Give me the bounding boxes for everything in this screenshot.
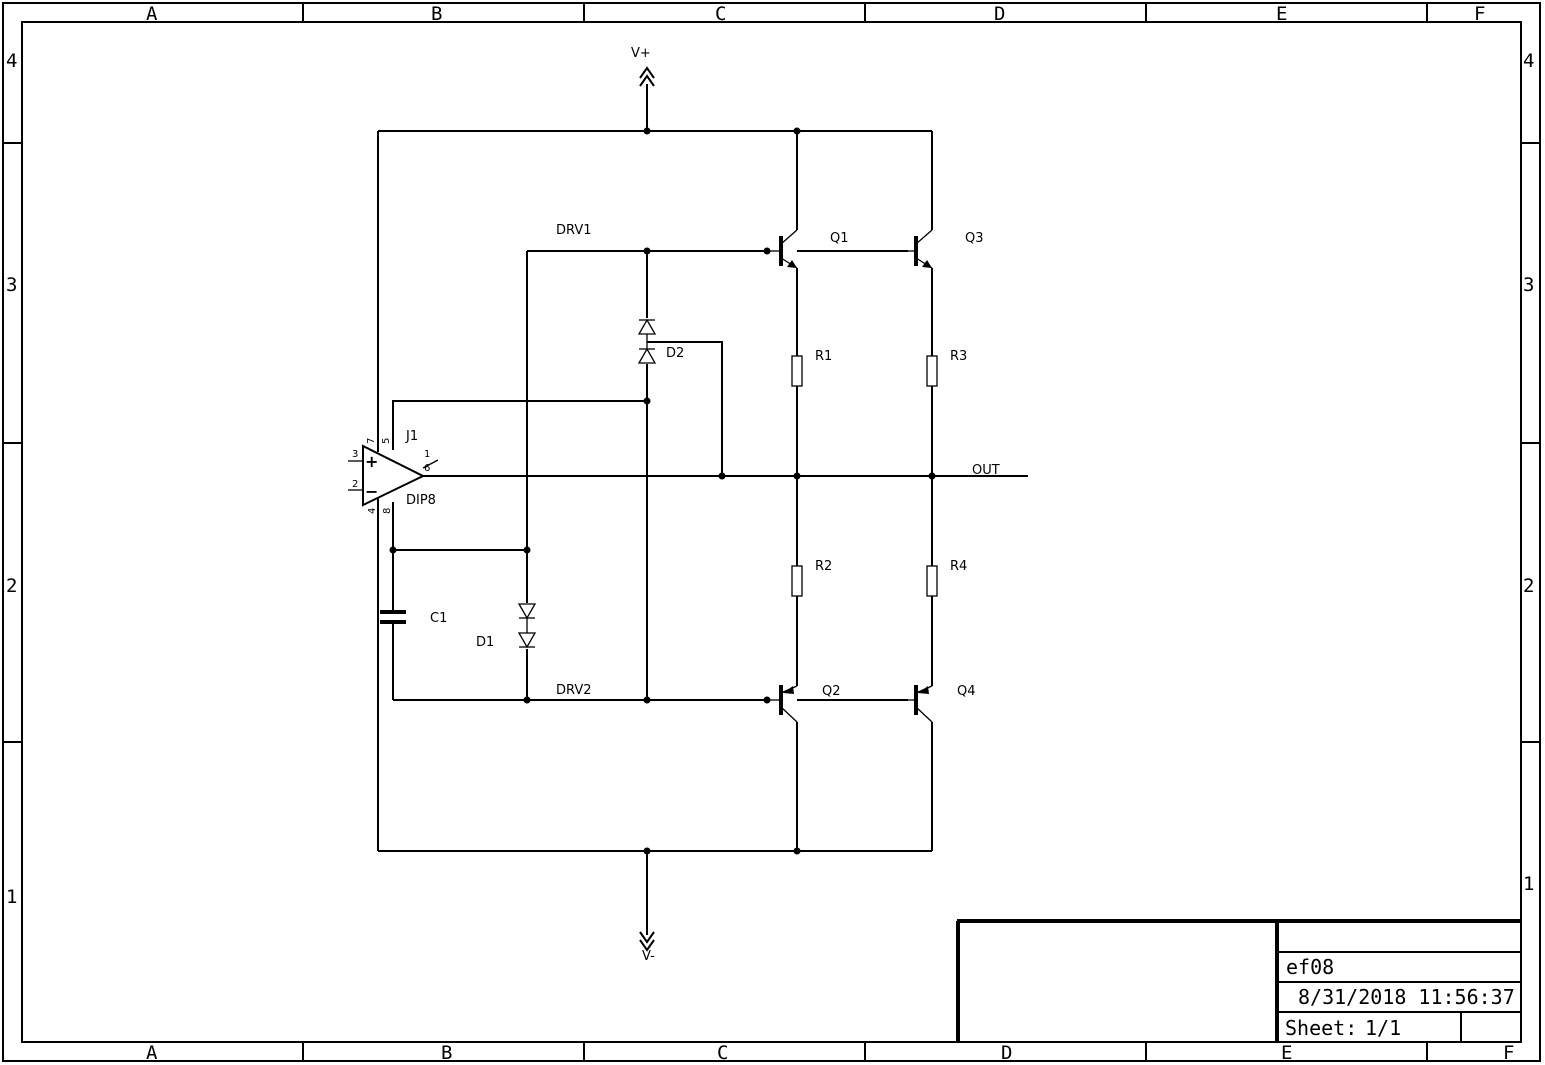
zone-row-3-left: 3 <box>6 274 17 296</box>
diode-d1: D1 <box>476 603 537 650</box>
c1-label: C1 <box>430 611 447 626</box>
zone-col-d-top: D <box>994 3 1005 25</box>
q4-label: Q4 <box>957 684 976 699</box>
zone-labels: A B C D E F A B C D E F 4 3 2 1 4 3 2 1 <box>6 3 1534 1064</box>
zone-col-f-top: F <box>1474 3 1485 25</box>
zone-row-1-left: 1 <box>6 886 17 908</box>
zone-col-e-top: E <box>1276 3 1287 25</box>
zone-row-2-right: 2 <box>1523 575 1534 597</box>
opamp-minus-sign: − <box>365 482 378 501</box>
zone-row-2-left: 2 <box>6 575 17 597</box>
resistor-r2: R2 <box>791 559 832 597</box>
junctions <box>389 127 936 855</box>
transistor-q4: Q4 <box>908 684 976 723</box>
capacitor-c1: C1 <box>380 610 447 626</box>
net-label-drv2: DRV2 <box>556 683 592 698</box>
zone-row-1-right: 1 <box>1523 873 1534 895</box>
zone-row-3-right: 3 <box>1523 274 1534 296</box>
zone-col-a-bottom: A <box>146 1042 158 1064</box>
zone-col-b-bottom: B <box>441 1042 452 1064</box>
wires <box>377 84 1028 935</box>
transistor-q2: Q2 <box>767 684 841 723</box>
opamp-pin-2: 2 <box>352 479 358 490</box>
d1-label: D1 <box>476 635 494 650</box>
q1-label: Q1 <box>830 231 849 246</box>
zone-col-d-bottom: D <box>1001 1042 1012 1064</box>
q3-label: Q3 <box>965 231 984 246</box>
net-label-out: OUT <box>972 463 1000 478</box>
opamp-pin-8: 8 <box>382 508 393 514</box>
resistor-r4: R4 <box>926 559 967 597</box>
vplus-symbol: V+ <box>631 46 655 87</box>
vminus-symbol: V- <box>639 931 655 964</box>
opamp-pin-6: 6 <box>424 463 430 474</box>
zone-col-c-top: C <box>715 3 726 25</box>
title-block-sheet-value: 1/1 <box>1365 1016 1401 1040</box>
zone-col-e-bottom: E <box>1281 1042 1292 1064</box>
title-block-name: ef08 <box>1286 955 1334 979</box>
opamp-pin-7: 7 <box>366 438 377 444</box>
zone-col-a-top: A <box>146 3 158 25</box>
vminus-label: V- <box>642 949 655 964</box>
title-block-timestamp: 8/31/2018 11:56:37 <box>1298 985 1515 1009</box>
title-block: ef08 8/31/2018 11:56:37 Sheet: 1/1 <box>956 919 1521 1042</box>
zone-col-f-bottom: F <box>1503 1042 1514 1064</box>
zone-col-b-top: B <box>431 3 442 25</box>
transistor-q3: Q3 <box>908 229 984 269</box>
resistor-r1: R1 <box>791 349 832 387</box>
r3-label: R3 <box>950 349 967 364</box>
diode-d2: D2 <box>637 318 684 364</box>
opamp-j1: + − J1 DIP8 3 2 7 5 4 8 1 6 <box>348 429 440 514</box>
transistor-q1: Q1 <box>767 229 849 269</box>
opamp-pin-3: 3 <box>352 449 358 460</box>
r2-label: R2 <box>815 559 832 574</box>
opamp-pin-4: 4 <box>367 508 378 514</box>
d2-label: D2 <box>666 346 684 361</box>
resistor-r3: R3 <box>926 349 967 387</box>
zone-row-4-right: 4 <box>1523 50 1534 72</box>
r4-label: R4 <box>950 559 967 574</box>
q2-label: Q2 <box>822 684 841 699</box>
vplus-label: V+ <box>631 46 651 61</box>
net-label-drv1: DRV1 <box>556 223 592 238</box>
opamp-plus-sign: + <box>365 452 378 471</box>
zone-row-4-left: 4 <box>6 50 17 72</box>
opamp-ref: J1 <box>405 429 418 444</box>
r1-label: R1 <box>815 349 832 364</box>
zone-col-c-bottom: C <box>717 1042 728 1064</box>
opamp-pin-1: 1 <box>424 449 430 460</box>
opamp-package: DIP8 <box>406 493 436 508</box>
title-block-sheet-label: Sheet: <box>1285 1016 1357 1040</box>
opamp-pin-5: 5 <box>381 438 392 444</box>
